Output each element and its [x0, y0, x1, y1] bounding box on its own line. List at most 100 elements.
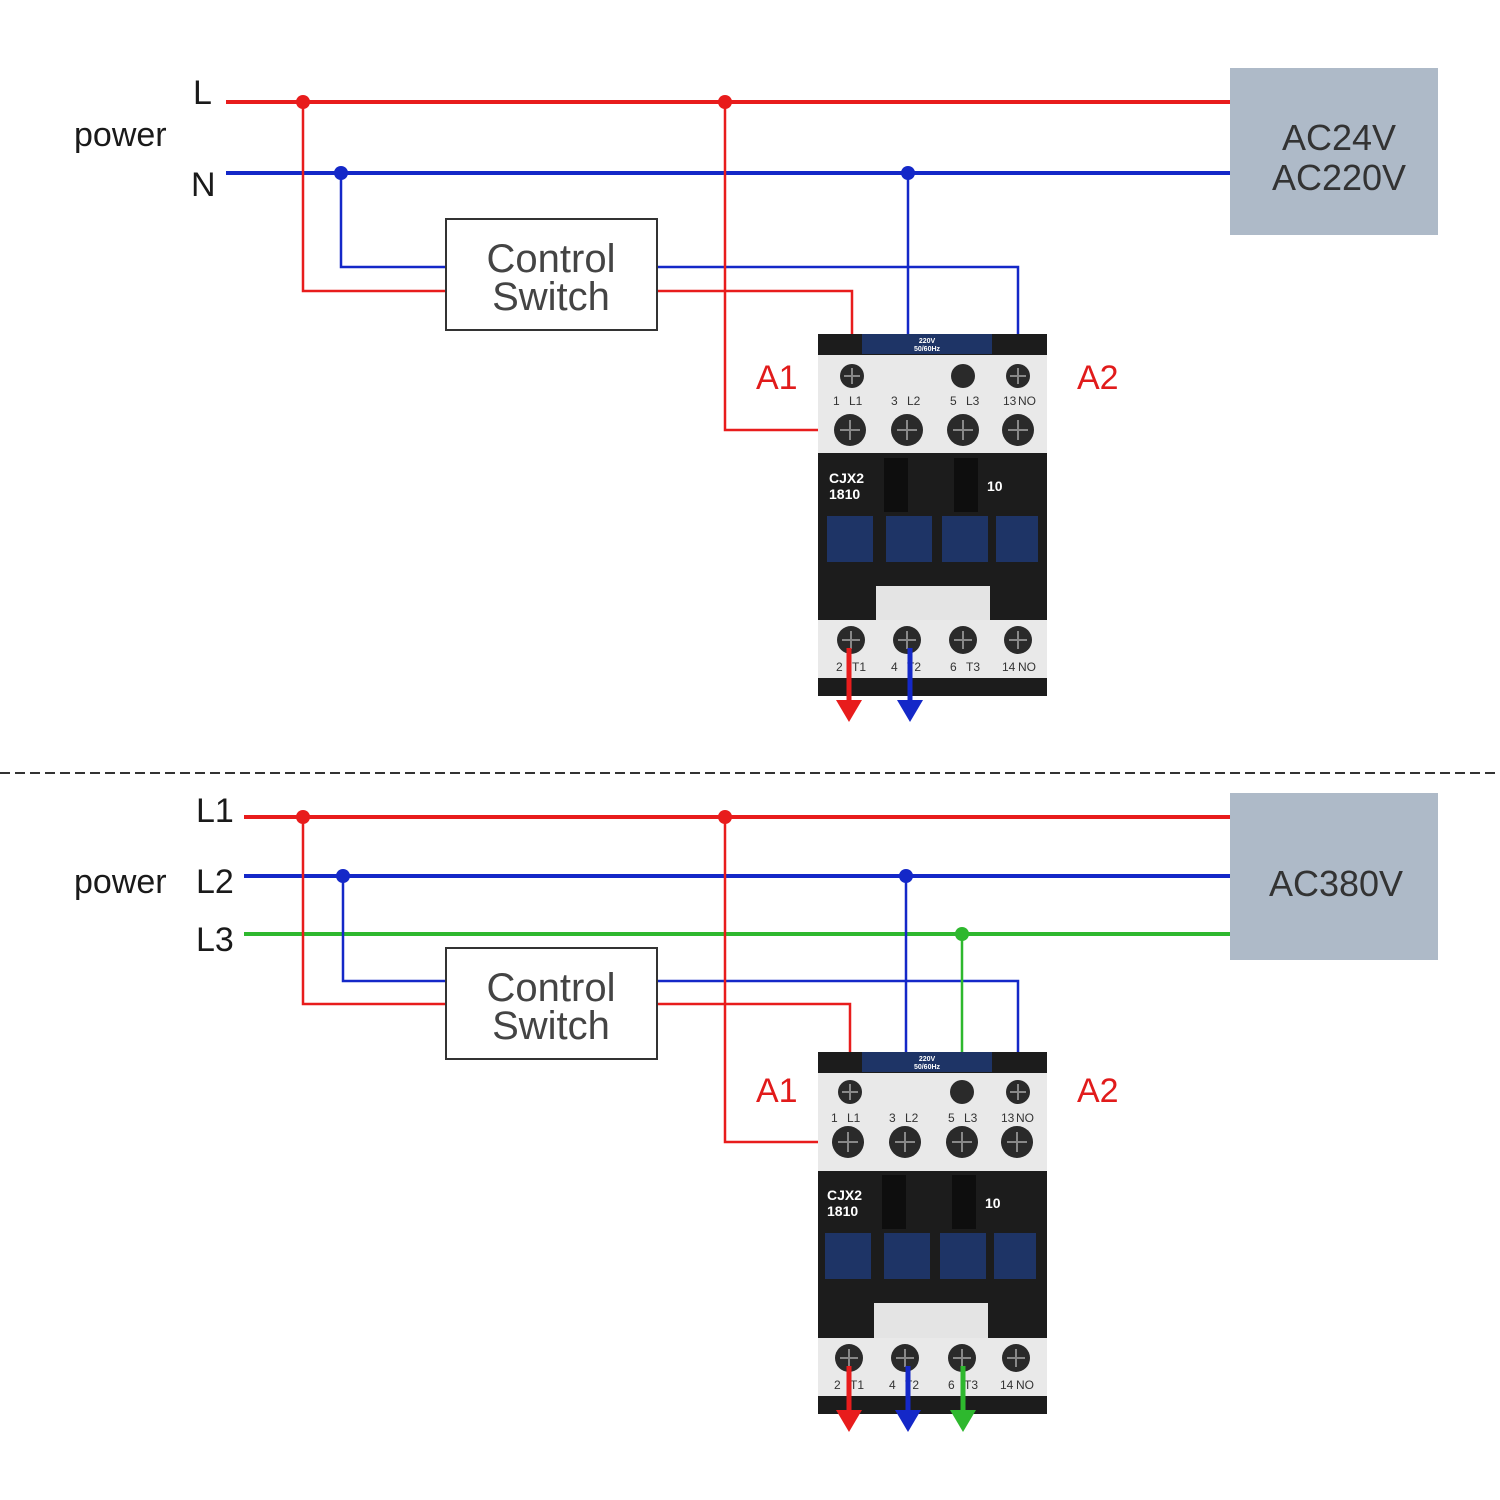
- terminal-number: 1: [831, 1111, 838, 1125]
- terminal-name: L2: [907, 394, 921, 408]
- slot: [952, 1175, 976, 1229]
- coil-label-a2: A2: [1077, 359, 1119, 397]
- terminal-name: L1: [849, 394, 863, 408]
- coil-label-a2: A2: [1077, 1072, 1119, 1110]
- terminal-number: 3: [889, 1111, 896, 1125]
- contactor: 220V 50/60Hz 1 L1 3 L2 5 L3 13 NO: [818, 334, 1047, 696]
- junction-dot: [955, 927, 969, 941]
- output-arrow-icon: [950, 1410, 976, 1432]
- wire-n-to-switch: [339, 173, 446, 269]
- bottom-feet: [820, 1396, 1047, 1414]
- power-label: power: [74, 116, 167, 154]
- terminal-number: 3: [891, 394, 898, 408]
- terminal-number: 6: [948, 1378, 955, 1392]
- line-label-l1: L1: [196, 792, 234, 830]
- junction-dot: [901, 166, 915, 180]
- indicator-window: [994, 1233, 1036, 1279]
- top-screw-row: [838, 1080, 1030, 1104]
- terminal-name: T3: [966, 660, 980, 674]
- output-arrow-icon: [836, 1410, 862, 1432]
- terminal-name: L3: [964, 1111, 978, 1125]
- aux-contact-code: 10: [987, 478, 1003, 494]
- indicator-window: [940, 1233, 986, 1279]
- single-phase-section: power L N AC24V AC220V Control Switch A1…: [74, 68, 1438, 722]
- power-label: power: [74, 863, 167, 901]
- junction-dot: [334, 166, 348, 180]
- terminal-name: NO: [1016, 1111, 1034, 1125]
- terminal-number: 14: [1000, 1378, 1014, 1392]
- wire-l2-to-switch: [341, 876, 446, 983]
- indicator-window: [827, 516, 873, 562]
- line-label-n: N: [191, 166, 216, 204]
- output-arrow-icon: [836, 700, 862, 722]
- main-screw-row: [834, 414, 1034, 446]
- indicator-window: [942, 516, 988, 562]
- terminal-name: L3: [966, 394, 980, 408]
- terminal-number: 13: [1001, 1111, 1015, 1125]
- supply-voltage: AC380V: [1269, 863, 1403, 904]
- bottom-feet: [820, 678, 1047, 696]
- plunger: [874, 1303, 988, 1343]
- slot: [882, 1175, 906, 1229]
- control-switch-label-2: Switch: [492, 1004, 610, 1048]
- three-phase-section: power L1 L2 L3 AC380V Control Switch A1: [74, 792, 1438, 1432]
- wire-l-to-switch: [301, 102, 446, 293]
- junction-dot: [899, 869, 913, 883]
- terminal-number: 14: [1002, 660, 1016, 674]
- coil-label-a1: A1: [756, 359, 798, 397]
- model-line-2: 1810: [827, 1203, 858, 1219]
- junction-dot: [336, 869, 350, 883]
- terminal-name: NO: [1018, 394, 1036, 408]
- indicator-window: [996, 516, 1038, 562]
- contactor: 220V 50/60Hz 1 L1 3 L2 5 L3 13 NO: [818, 1052, 1047, 1414]
- terminal-name: L2: [905, 1111, 919, 1125]
- coil-rating-1: 220V: [919, 338, 936, 345]
- output-arrow-icon: [897, 700, 923, 722]
- terminal-number: 5: [950, 394, 957, 408]
- terminal-name: NO: [1016, 1378, 1034, 1392]
- aux-contact-code: 10: [985, 1195, 1001, 1211]
- control-switch-label-2: Switch: [492, 275, 610, 319]
- terminal-number: 5: [948, 1111, 955, 1125]
- plunger: [876, 586, 990, 626]
- supply-voltage-1: AC24V: [1282, 117, 1396, 158]
- coil-rating-1: 220V: [919, 1056, 936, 1063]
- line-label-l2: L2: [196, 863, 234, 901]
- model-line-1: CJX2: [827, 1187, 862, 1203]
- terminal-name: NO: [1018, 660, 1036, 674]
- terminal-name: T1: [850, 1378, 864, 1392]
- model-line-2: 1810: [829, 486, 860, 502]
- slot: [954, 458, 978, 512]
- terminal-name: T3: [964, 1378, 978, 1392]
- coil-rating-2: 50/60Hz: [914, 1064, 941, 1071]
- indicator-window: [884, 1233, 930, 1279]
- bottom-screw-row: [837, 626, 1032, 654]
- model-line-1: CJX2: [829, 470, 864, 486]
- coil-rating-2: 50/60Hz: [914, 346, 941, 353]
- terminal-number: 2: [836, 660, 843, 674]
- output-arrow-icon: [895, 1410, 921, 1432]
- terminal-name: T1: [852, 660, 866, 674]
- slot: [884, 458, 908, 512]
- junction-dot: [718, 95, 732, 109]
- control-switch-label-1: Control: [487, 237, 616, 281]
- coil-rating-plate: [862, 1052, 992, 1072]
- terminal-number: 1: [833, 394, 840, 408]
- indicator-window: [825, 1233, 871, 1279]
- terminal-name: L1: [847, 1111, 861, 1125]
- top-screw-row: [840, 364, 1030, 388]
- control-switch-box: [445, 218, 658, 331]
- bottom-screw-row: [835, 1344, 1030, 1372]
- terminal-number: 4: [891, 660, 898, 674]
- coil-label-a1: A1: [756, 1072, 798, 1110]
- control-switch-label-1: Control: [487, 966, 616, 1010]
- supply-box: [1230, 68, 1438, 235]
- supply-voltage-2: AC220V: [1272, 157, 1406, 198]
- line-label-l3: L3: [196, 921, 234, 959]
- junction-dot: [718, 810, 732, 824]
- wire-l-to-terminal-1: [723, 102, 852, 432]
- indicator-window: [886, 516, 932, 562]
- coil-rating-plate: [862, 334, 992, 354]
- terminal-number: 2: [834, 1378, 841, 1392]
